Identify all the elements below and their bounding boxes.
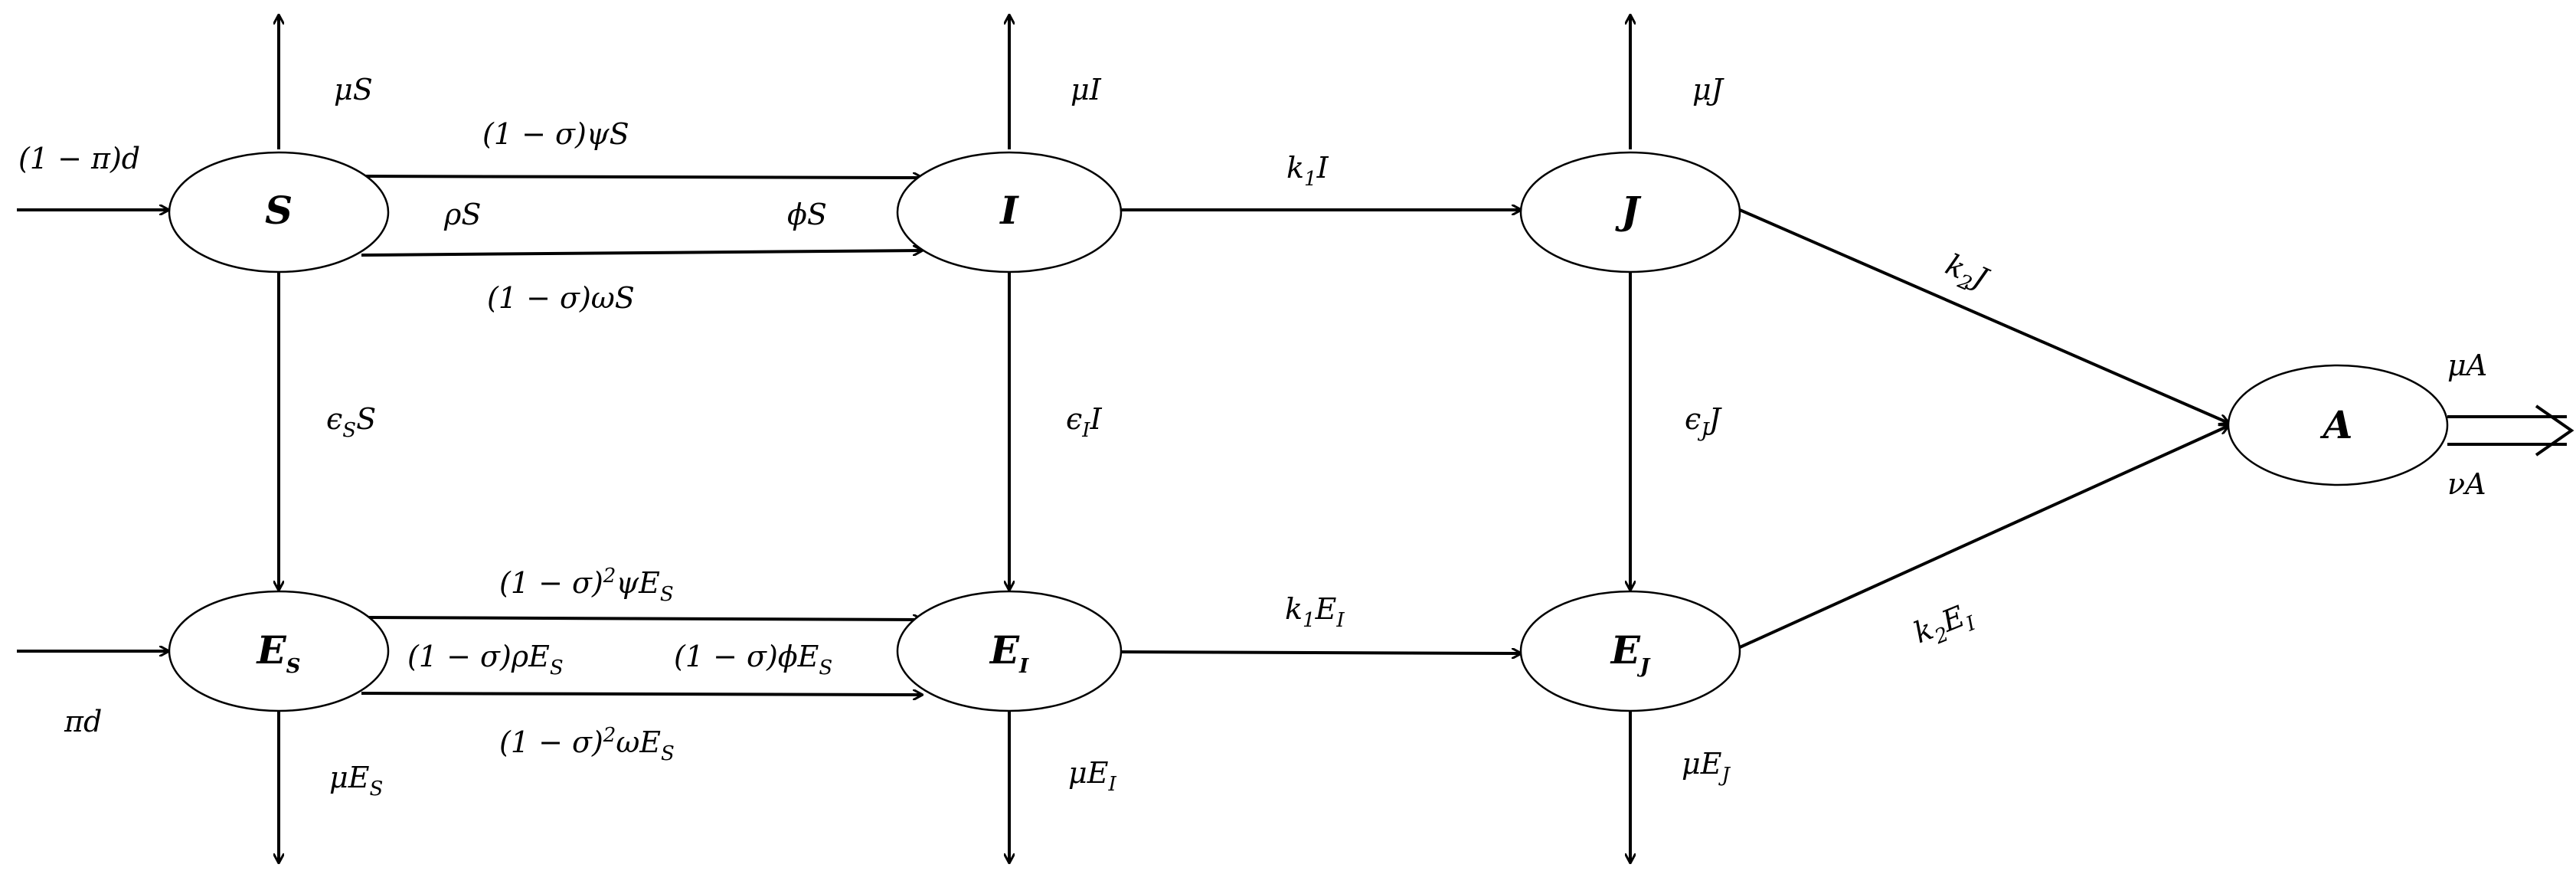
label-phi-s: ϕS — [787, 198, 827, 231]
edge-ei-to-ej — [1121, 652, 1521, 653]
label-phi-es: (1 − σ)ϕES — [674, 640, 832, 679]
node-a: A — [2227, 364, 2449, 486]
label-omega-es: (1 − σ)2ωES — [499, 724, 675, 765]
node-es-label: ES — [256, 627, 301, 678]
label-psi-es: (1 − σ)2ψES — [499, 565, 674, 606]
label-k2-j: k2J — [1938, 247, 1994, 302]
label-k1-ei: k1EI — [1285, 592, 1345, 632]
label-psi-s: (1 − σ)ψS — [482, 117, 629, 151]
label-mu-ej: μEJ — [1682, 747, 1731, 787]
label-mu-a: μA — [2447, 349, 2487, 382]
label-eps-s: ϵSS — [326, 402, 376, 442]
node-es-shape — [168, 590, 390, 712]
label-rho-s: ρS — [443, 198, 481, 231]
node-a-shape — [2227, 364, 2449, 486]
edge-ej-to-a — [1739, 426, 2228, 649]
label-k1-i: k1I — [1286, 151, 1329, 191]
node-i-label: I — [999, 188, 1019, 233]
node-ei-shape — [896, 590, 1123, 712]
edge-es-to-ei-lower — [361, 693, 922, 695]
node-a-label: A — [2320, 402, 2353, 447]
node-j-shape — [1519, 151, 1741, 273]
label-mu-ei: μEI — [1068, 756, 1116, 796]
edges — [17, 15, 2574, 863]
label-mu-es: μES — [329, 761, 383, 801]
node-s-shape — [168, 151, 390, 273]
edge-a-outflow-head — [2535, 404, 2574, 457]
label-mu-s: μS — [334, 73, 373, 106]
node-es: ES — [168, 590, 390, 712]
edge-s-to-i-upper — [361, 176, 922, 178]
label-mu-j: μJ — [1692, 73, 1724, 106]
edge-es-to-ei-upper — [361, 617, 922, 620]
edge-s-to-i-lower — [361, 250, 922, 257]
node-i-shape — [896, 151, 1123, 273]
label-eps-j: ϵJJ — [1685, 402, 1722, 442]
node-ej-label: EJ — [1610, 627, 1651, 678]
node-ei: EI — [896, 590, 1123, 712]
node-j: J — [1519, 151, 1741, 273]
label-input-es: πd — [64, 705, 102, 738]
label-nu-a: νA — [2447, 467, 2486, 501]
node-ei-label: EI — [989, 627, 1029, 678]
edge-j-to-a — [1739, 208, 2228, 423]
node-i: I — [896, 151, 1123, 273]
edge-labels: (1 − π)d πd μS μI μJ μA νA μES μEI μEJ (… — [18, 73, 2487, 801]
label-rho-es: (1 − σ)ρES — [407, 640, 564, 679]
label-k2-ei: k2EI — [1909, 596, 1979, 656]
label-omega-s: (1 − σ)ωS — [487, 281, 635, 315]
label-mu-i: μI — [1071, 73, 1102, 106]
label-eps-i: ϵII — [1066, 402, 1103, 442]
node-s: S — [168, 151, 390, 273]
node-s-label: S — [265, 188, 293, 233]
node-ej-shape — [1519, 590, 1741, 712]
label-input-s: (1 − π)d — [18, 142, 140, 175]
node-ej: EJ — [1519, 590, 1741, 712]
